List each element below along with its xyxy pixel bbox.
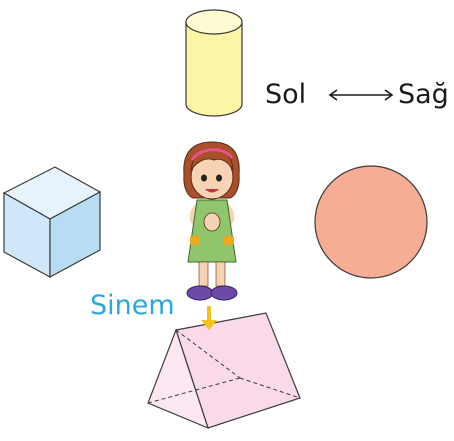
sphere-shape — [314, 165, 428, 279]
character-name-label: Sinem — [90, 290, 175, 321]
cylinder-shape — [185, 9, 243, 117]
direction-legend: Sol Sağ — [265, 79, 449, 110]
down-arrow-icon — [201, 306, 217, 330]
left-label: Sol — [265, 79, 306, 110]
triangular-prism-shape — [147, 312, 301, 430]
girl-character — [183, 141, 240, 301]
cube-shape — [2, 166, 102, 279]
double-arrow-icon — [328, 89, 394, 101]
right-label: Sağ — [398, 79, 449, 110]
